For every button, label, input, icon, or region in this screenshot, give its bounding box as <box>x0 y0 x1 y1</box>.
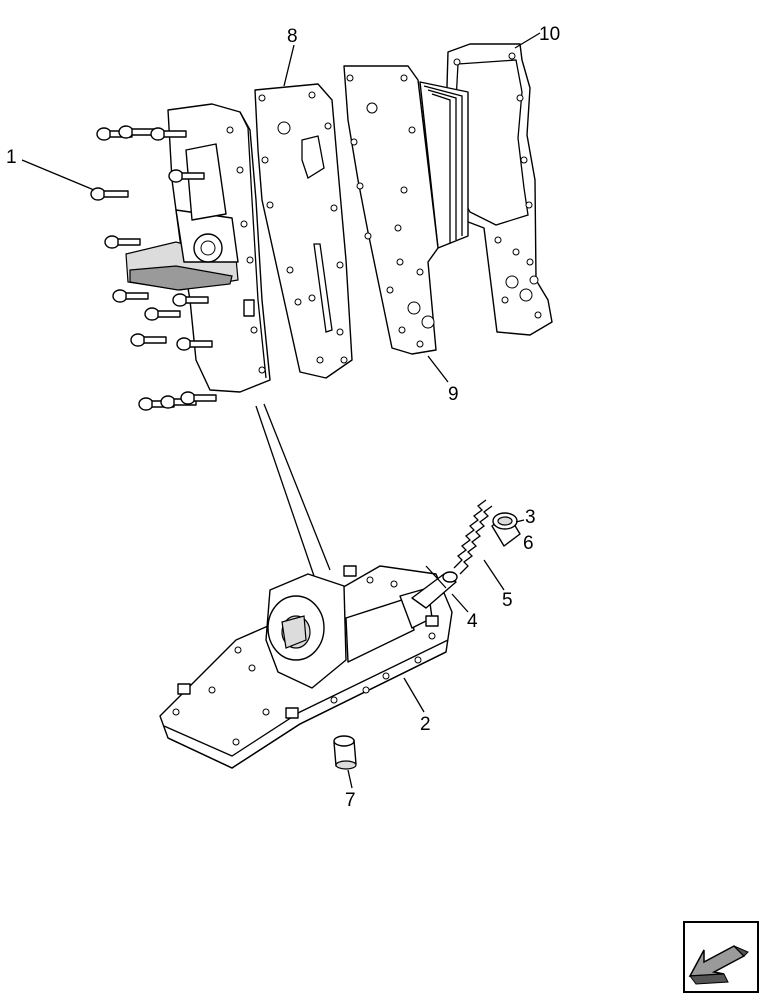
leader-2 <box>403 677 425 713</box>
valve-4 <box>411 565 458 609</box>
callout-3: 3 <box>525 507 536 528</box>
bolts-1 <box>90 125 217 411</box>
leader-3 <box>515 519 525 523</box>
plug-3 <box>491 512 521 547</box>
plug-7 <box>333 735 357 770</box>
cooler-housing <box>125 103 271 393</box>
gasket-8 <box>254 83 353 379</box>
callout-5: 5 <box>502 590 513 611</box>
oil-cooler-9 <box>343 65 469 355</box>
next-page-arrow-button[interactable] <box>682 920 760 994</box>
callout-7: 7 <box>345 790 356 811</box>
leader-5 <box>483 559 505 591</box>
leader-7 <box>347 769 353 789</box>
callout-8: 8 <box>287 26 298 47</box>
callout-1: 1 <box>6 147 17 168</box>
alignment-line-a <box>255 405 315 577</box>
leader-9 <box>427 355 449 383</box>
leader-10 <box>514 32 541 49</box>
callout-6: 6 <box>523 533 534 554</box>
alignment-line-b <box>263 403 331 571</box>
leader-4 <box>451 593 469 613</box>
callout-2: 2 <box>420 714 431 735</box>
spring-5 <box>453 499 493 575</box>
callout-9: 9 <box>448 384 459 405</box>
callout-10: 10 <box>539 24 560 45</box>
callout-4: 4 <box>467 611 478 632</box>
filter-head-2 <box>159 565 453 769</box>
leader-8 <box>283 44 295 87</box>
next-page-arrow-icon <box>683 921 759 993</box>
leader-1 <box>21 159 95 191</box>
